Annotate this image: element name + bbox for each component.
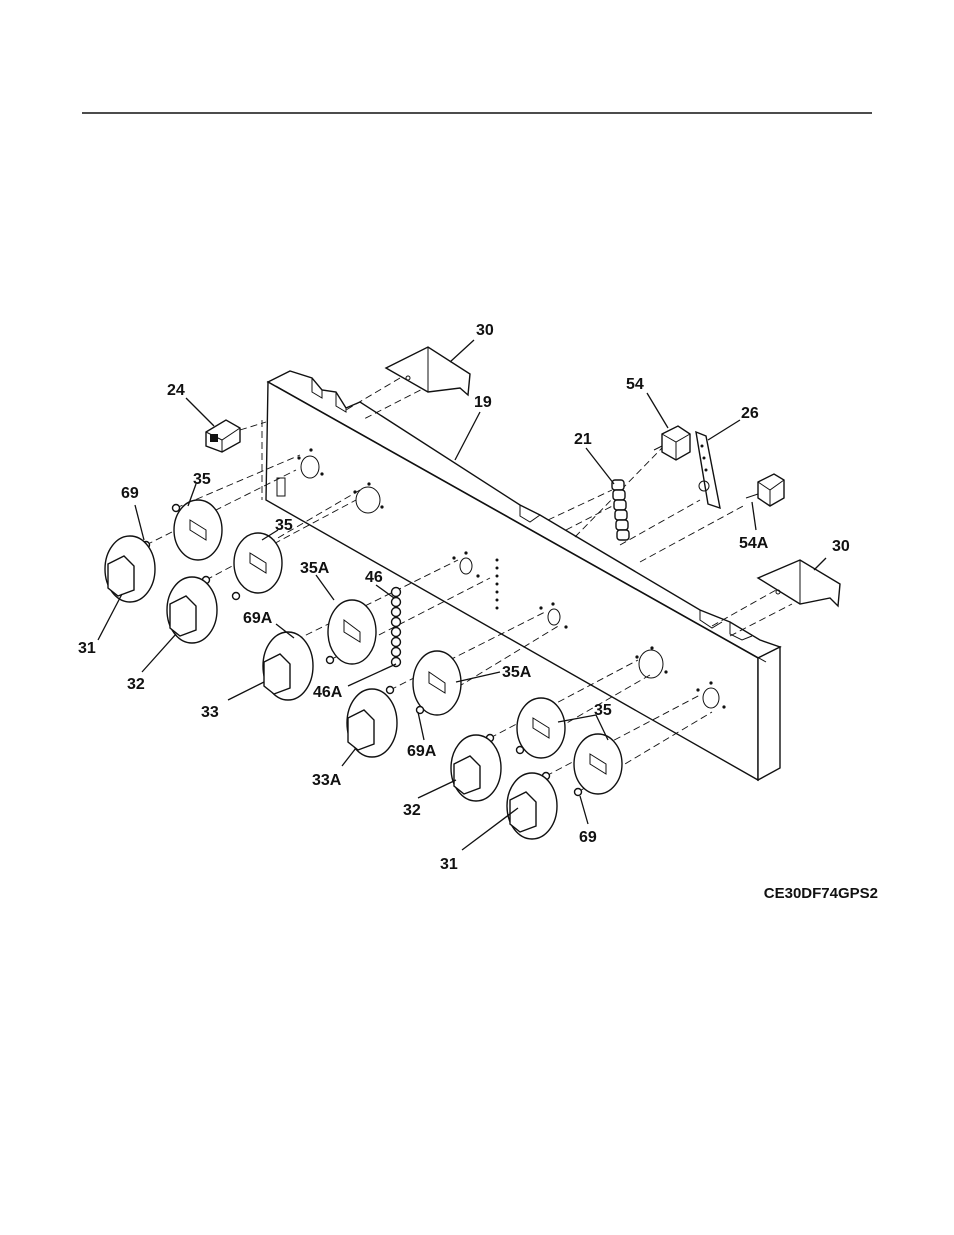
switch-part-54A	[745, 473, 785, 507]
label-69A-lower: 69A	[407, 743, 437, 760]
circuit-board-part-26	[695, 430, 721, 510]
diagram-code: CE30DF74GPS2	[764, 885, 878, 902]
indicator-lights-part-21	[611, 479, 630, 541]
label-31-left: 31	[78, 640, 96, 657]
label-33: 33	[201, 704, 219, 721]
label-35-second: 35	[275, 517, 293, 534]
bracket-part-30-lower	[756, 559, 841, 608]
label-35A-lower: 35A	[502, 664, 532, 681]
label-46A: 46A	[313, 684, 343, 701]
label-54: 54	[626, 376, 644, 393]
label-35-third: 35	[594, 702, 612, 719]
label-32-left: 32	[127, 676, 145, 693]
label-54A: 54A	[739, 535, 769, 552]
label-35-first: 35	[193, 471, 211, 488]
label-30-lower: 30	[832, 538, 850, 555]
label-69-lower: 69	[579, 829, 597, 846]
label-31-right: 31	[440, 856, 458, 873]
part-labels: 30 24 19 54 26 21 69 35 35 35A 46 54A 30…	[78, 322, 850, 873]
label-32-right: 32	[403, 802, 421, 819]
rocker-switch-part-24	[205, 419, 241, 453]
leader-lines	[97, 339, 827, 851]
label-30-upper: 30	[476, 322, 494, 339]
switch-part-54	[653, 425, 691, 461]
control-panel-part-19	[265, 370, 782, 782]
label-24: 24	[167, 382, 185, 399]
label-26: 26	[741, 405, 759, 422]
knob-bezels	[173, 499, 623, 795]
control-knobs	[104, 535, 558, 840]
label-46: 46	[365, 569, 383, 586]
label-35A-upper: 35A	[300, 560, 330, 577]
label-69-upper: 69	[121, 485, 139, 502]
label-69A-upper: 69A	[243, 610, 273, 627]
bracket-part-30-upper	[384, 346, 471, 397]
label-19: 19	[474, 394, 492, 411]
label-33A: 33A	[312, 772, 342, 789]
indicator-lights-part-46	[390, 586, 402, 668]
label-21: 21	[574, 431, 592, 448]
